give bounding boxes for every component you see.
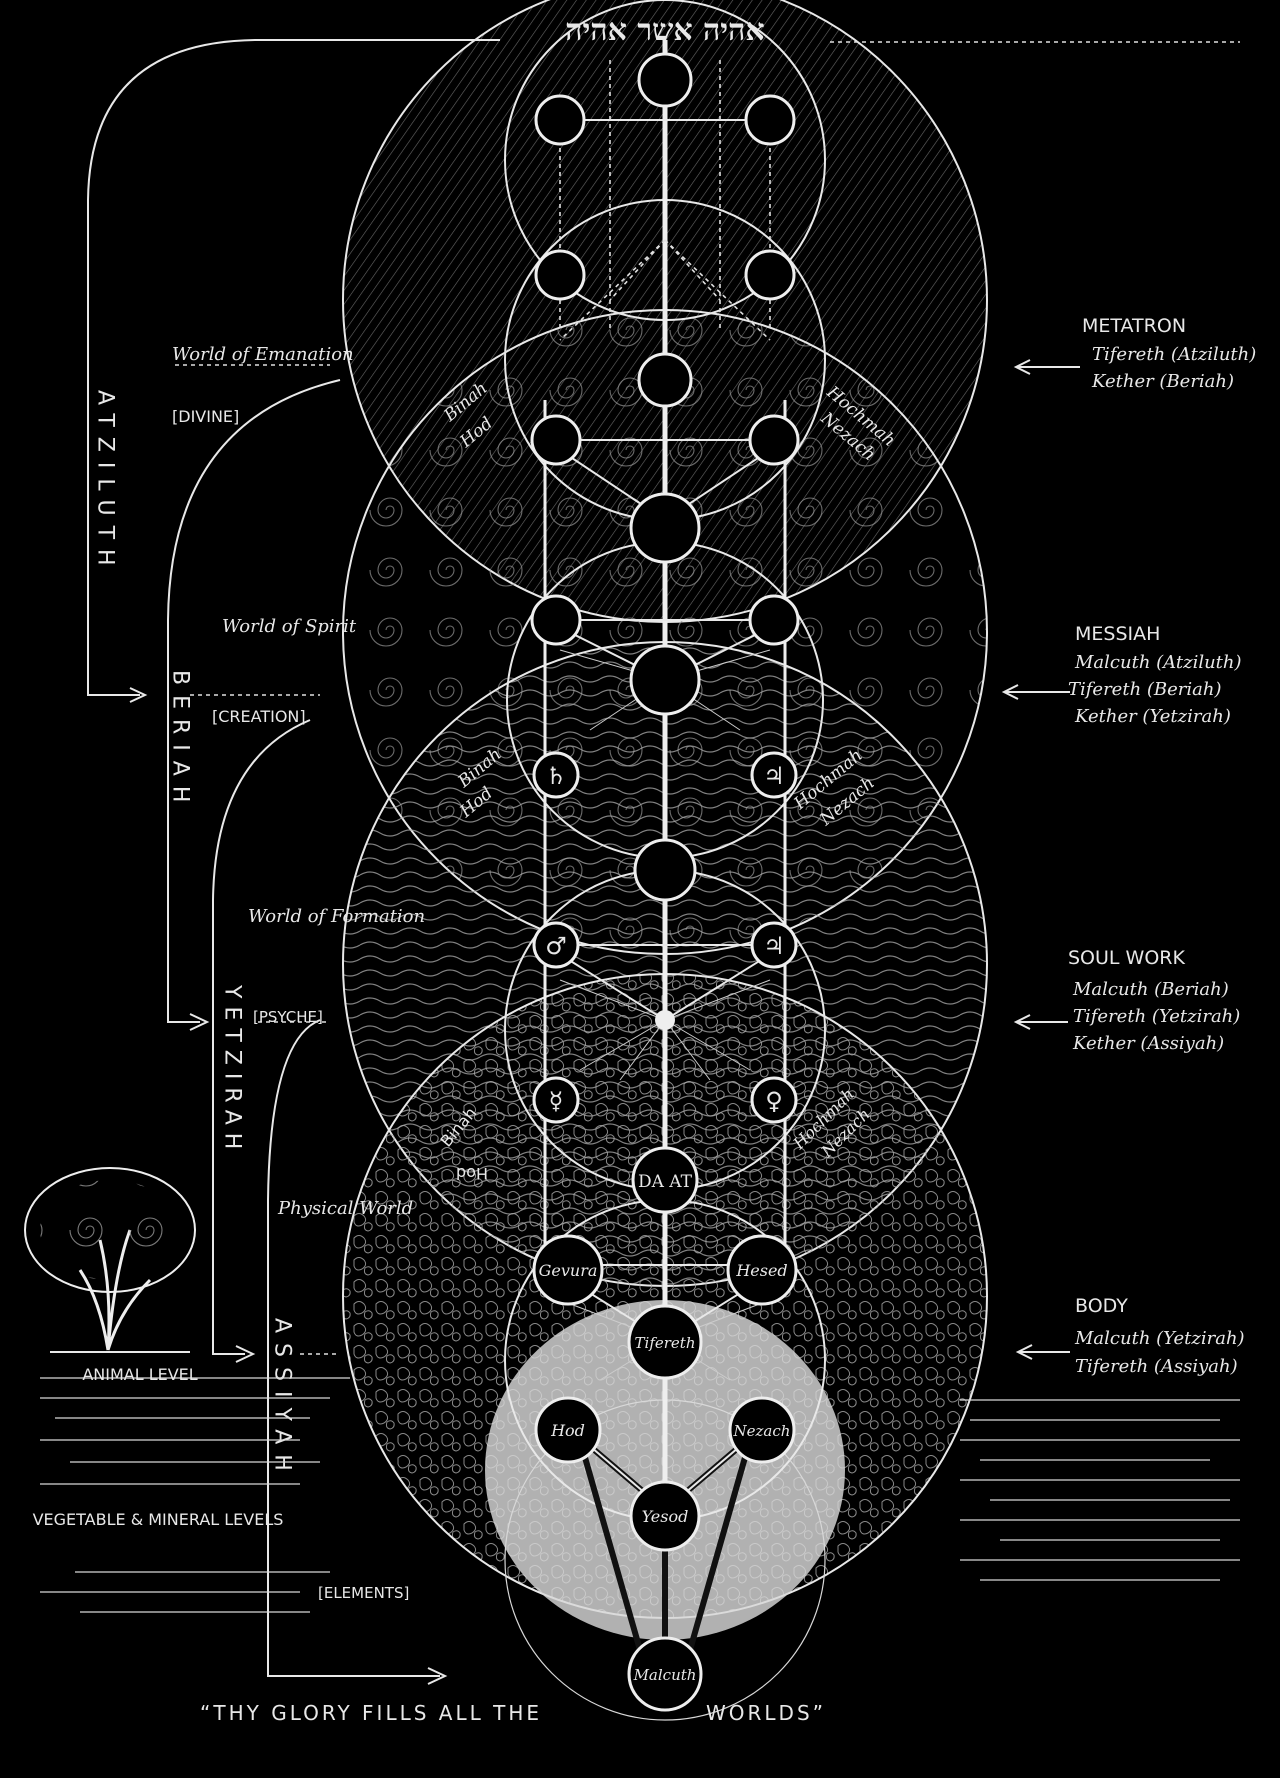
world-flow-arrows [87,39,500,1685]
vertical-atziluth: ATZILUTH [93,390,118,576]
planet-mars: ♂ [545,932,567,960]
sefirah-gevura: Gevura [539,1261,598,1280]
planet-saturn: ♄ [545,762,567,790]
messiah-line-1: Malcuth (Atziluth) [1074,652,1242,673]
sefirah-tifereth: Tifereth [635,1334,696,1352]
world-title-spirit: World of Spirit [222,616,357,637]
vegetable-mineral-label: VEGETABLE & MINERAL LEVELS [33,1510,284,1529]
world-bracket-creation: [CREATION] [212,707,306,726]
planet-jupiter: ♃ [763,762,785,790]
footer-quote-left: “THY GLORY FILLS ALL THE [200,1701,542,1725]
vertical-beriah: BERIAH [168,670,193,812]
messiah-line-3: Kether (Yetzirah) [1074,706,1231,727]
sefirot-nodes: DA AT Gevura Hesed Tifereth Hod Nezach Y… [532,1146,798,1712]
world-bracket-divine: [DIVINE] [172,407,239,426]
planet-jupiter-2: ♃ [763,932,785,960]
body-line-1: Malcuth (Yetzirah) [1074,1328,1245,1349]
planet-mercury: ☿ [549,1087,564,1115]
vertical-world-names: ATZILUTH BERIAH YETZIRAH ASSIYAH [93,390,295,1481]
tree-illustration [24,1167,196,1353]
sefirah-nezach: Nezach [733,1422,791,1440]
upper-nodes [530,52,800,1030]
soulwork-heading: SOUL WORK [1068,947,1185,969]
horizon-lines [40,1377,1240,1613]
messiah-heading: MESSIAH [1075,623,1160,645]
planet-nodes: ♄ ♃ ♂ ♃ ☿ ♀ [532,751,798,1124]
soulwork-line-1: Malcuth (Beriah) [1072,979,1229,1000]
metatron-line-2: Kether (Beriah) [1091,371,1234,392]
sefirah-hesed: Hesed [735,1261,787,1280]
metatron-line-1: Tifereth (Atziluth) [1092,344,1256,365]
sefirah-yesod: Yesod [642,1507,689,1526]
hebrew-header: אהיה אשר אהיה [565,13,764,48]
messiah-line-2: Tifereth (Beriah) [1068,679,1222,700]
world-bracket-psyche: [PSYCHE] [253,1008,323,1026]
footer-quote-right: WORLDS” [706,1701,826,1725]
pair3-left2: Hod [456,1164,488,1183]
sefirah-malcuth: Malcuth [633,1666,697,1684]
animal-level-label: ANIMAL LEVEL [82,1365,197,1384]
world-title-formation: World of Formation [248,906,425,927]
body-line-2: Tifereth (Assiyah) [1075,1356,1238,1377]
sefirah-hod: Hod [550,1421,585,1440]
soulwork-line-2: Tifereth (Yetzirah) [1073,1006,1240,1027]
soulwork-line-3: Kether (Assiyah) [1072,1033,1224,1054]
vertical-yetzirah: YETZIRAH [220,984,245,1157]
planet-venus: ♀ [765,1087,783,1115]
vertical-assiyah: ASSIYAH [270,1318,295,1481]
world-title-physical: Physical World [277,1198,413,1219]
body-heading: BODY [1075,1295,1128,1317]
sefirah-daat: DA AT [638,1172,693,1192]
metatron-heading: METATRON [1082,315,1186,337]
world-title-emanation: World of Emanation [172,344,354,365]
right-labels: METATRON Tifereth (Atziluth) Kether (Ber… [1001,315,1256,1377]
radiance-lines [559,649,771,1381]
world-bracket-elements: [ELEMENTS] [318,1584,409,1602]
world-titles: World of Emanation [DIVINE] World of Spi… [172,344,425,1602]
